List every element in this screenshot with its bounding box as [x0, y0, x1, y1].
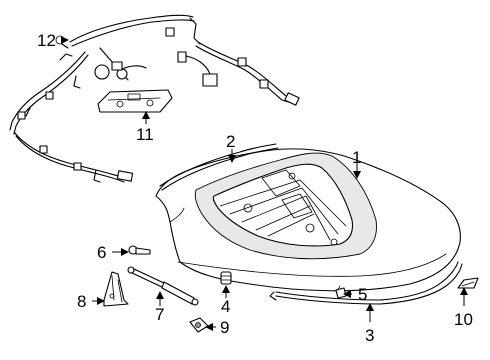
- pin-part: [128, 245, 151, 255]
- callout-2: 2: [226, 132, 235, 151]
- callout-5: 5: [358, 285, 367, 304]
- latch-part: [189, 317, 209, 333]
- molding-part: [457, 277, 479, 289]
- callout-labels: 1 2 3 4 5 6 7 8 9 10 11 12: [37, 31, 473, 345]
- callout-11: 11: [136, 125, 154, 144]
- callout-10: 10: [454, 310, 473, 329]
- leader-lines: [61, 36, 468, 331]
- callout-8: 8: [77, 292, 86, 311]
- callout-7: 7: [155, 305, 164, 324]
- hood-seal-part: [269, 261, 463, 305]
- callout-12: 12: [37, 31, 56, 50]
- hinge-part: [103, 271, 129, 307]
- hood-panel-part: [155, 148, 461, 292]
- bumper-stop-part: [220, 271, 232, 285]
- callout-6: 6: [97, 243, 106, 262]
- weatherstrip-part: [159, 143, 279, 191]
- bracket-part: [97, 89, 173, 113]
- wiring-harness-part: [9, 14, 300, 183]
- callout-9: 9: [220, 318, 229, 337]
- callout-3: 3: [365, 326, 374, 345]
- hood-strut-part: [127, 266, 199, 306]
- callout-1: 1: [352, 148, 361, 167]
- callout-4: 4: [221, 297, 230, 316]
